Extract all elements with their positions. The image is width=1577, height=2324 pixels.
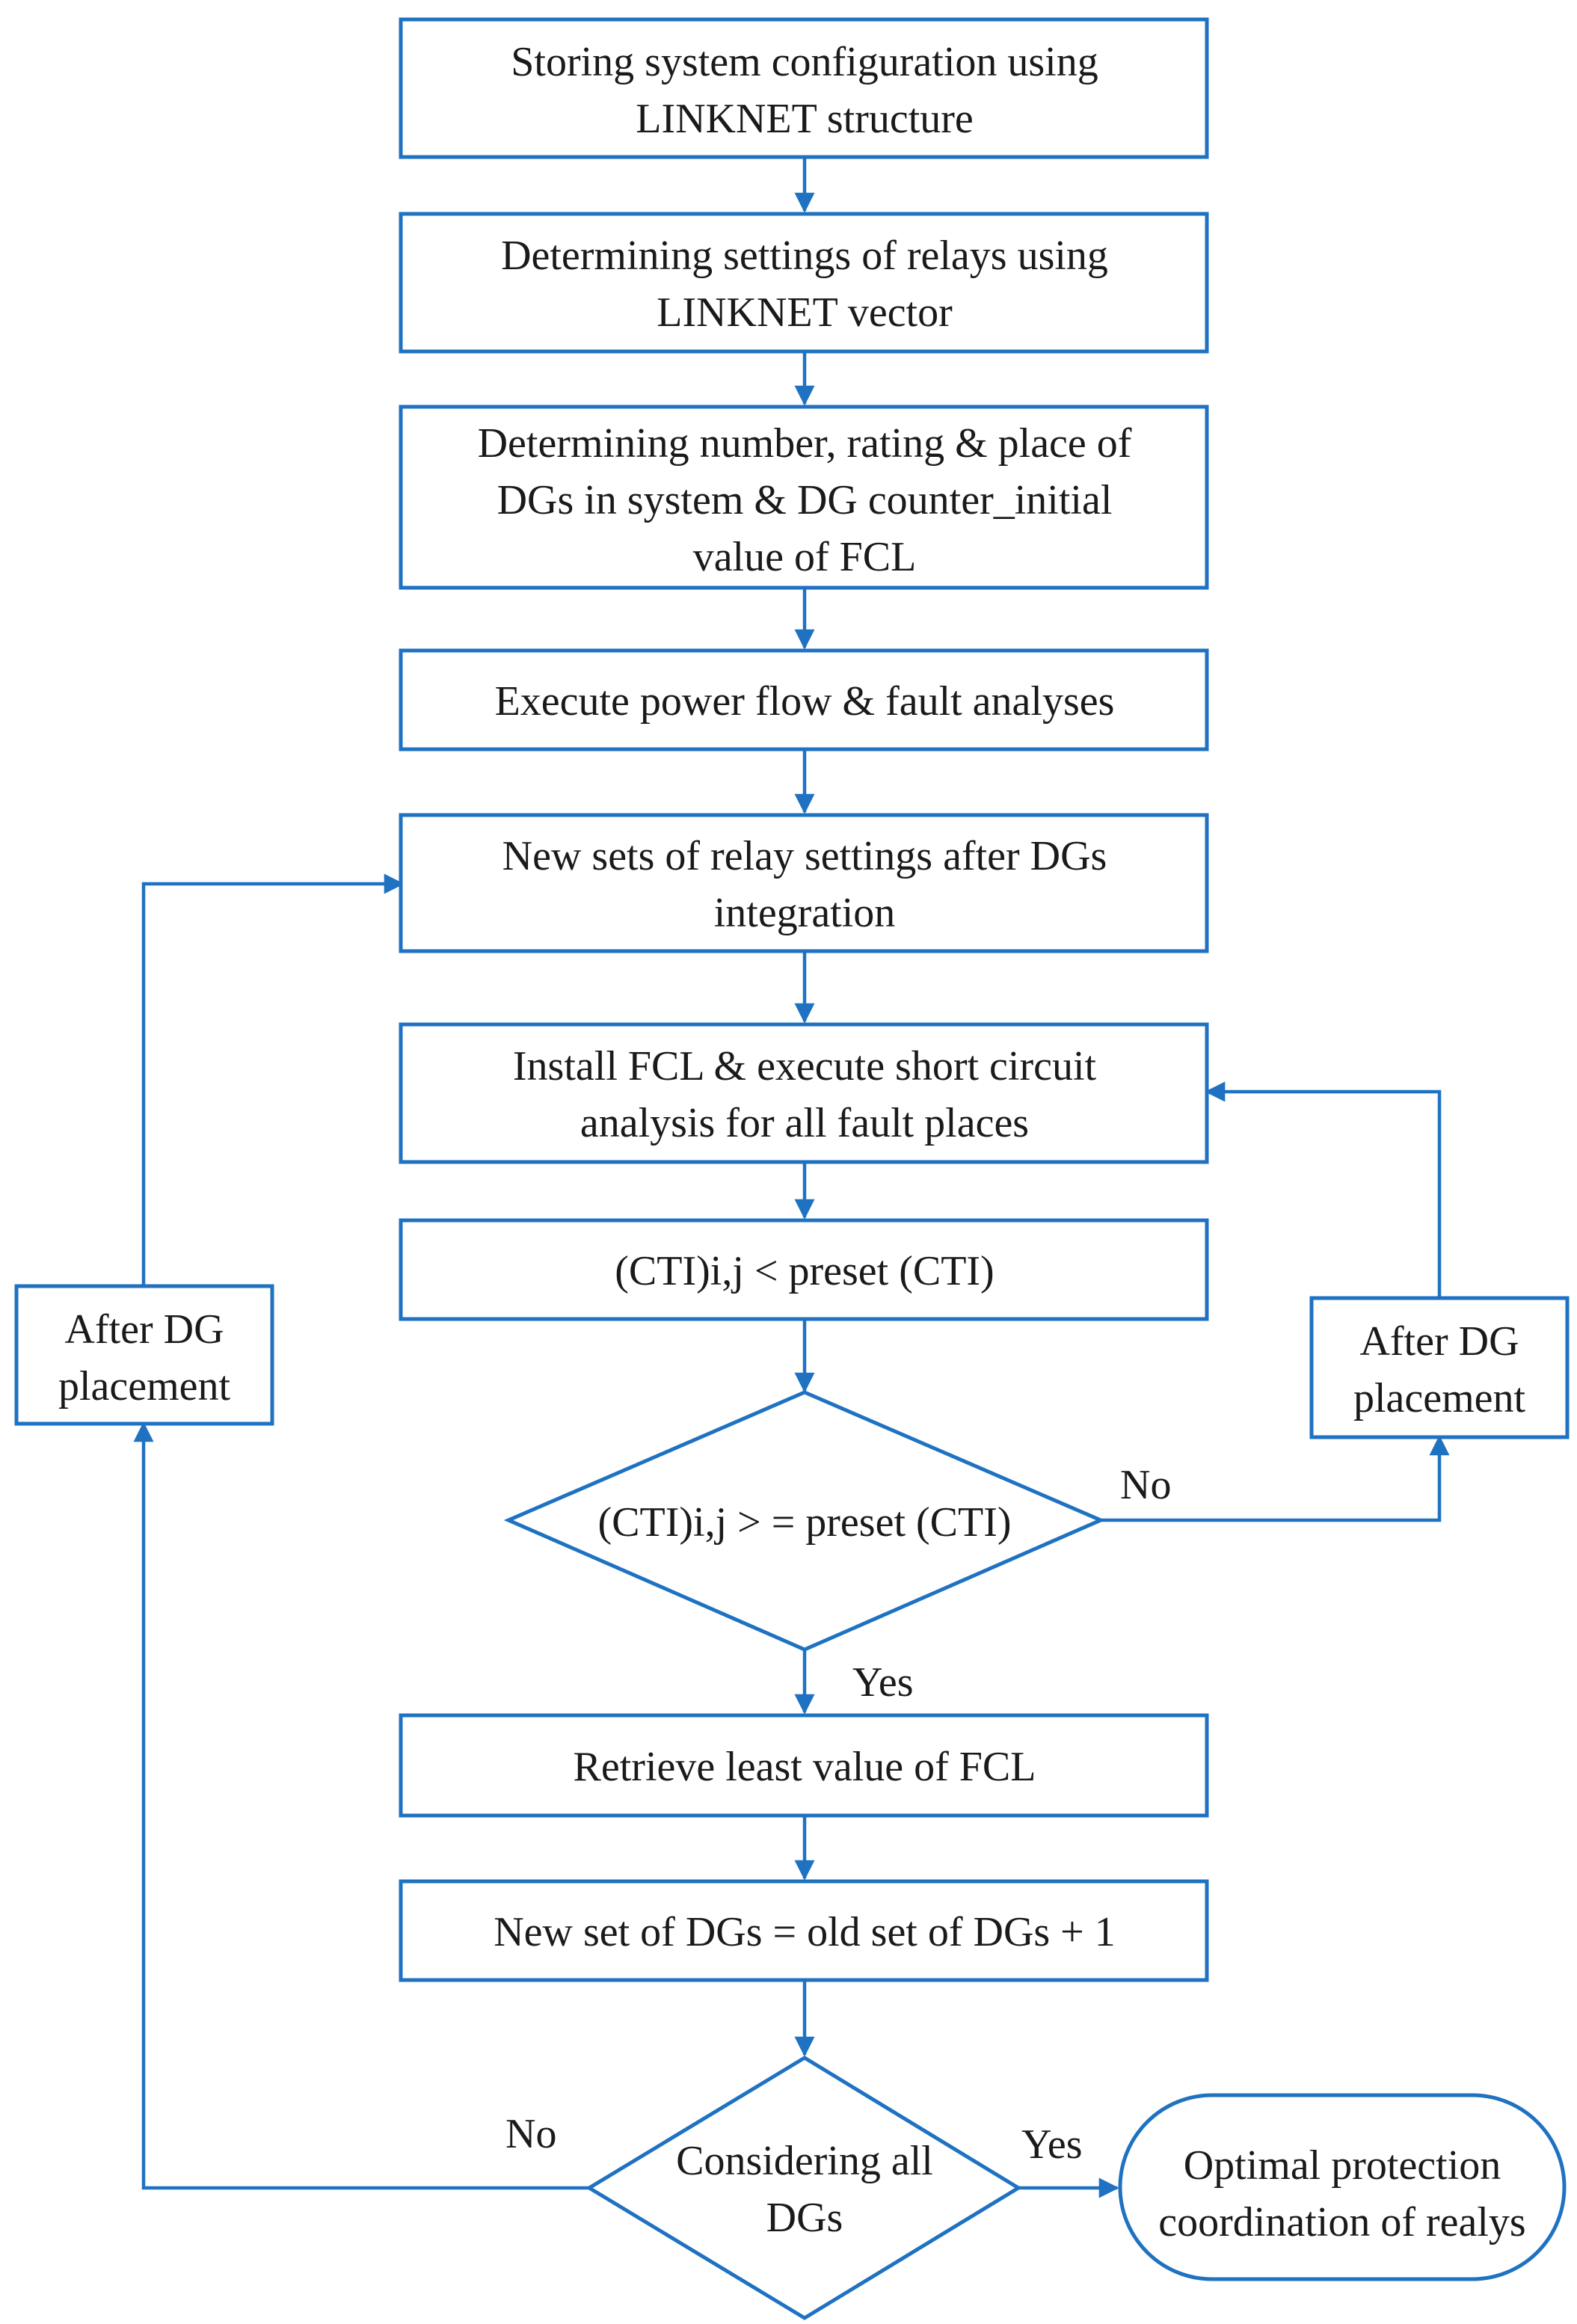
step-store-config-line-1: Storing system configuration using xyxy=(511,39,1098,85)
step-cti-less: (CTI)i,j < preset (CTI) xyxy=(399,1218,1209,1321)
terminal-optimal-line-2: coordination of realys xyxy=(1158,2199,1525,2245)
side-box-right-line-2: placement xyxy=(1353,1375,1526,1421)
step-power-flow-line-1: Execute power flow & fault analyses xyxy=(495,678,1115,725)
step-new-set-dgs-line-1: New set of DGs = old set of DGs + 1 xyxy=(494,1909,1116,1955)
step-retrieve-fcl: Retrieve least value of FCL xyxy=(399,1713,1209,1818)
step-store-config-line-2: LINKNET structure xyxy=(636,96,974,142)
step-relay-settings-line-1: Determining settings of relays using xyxy=(501,233,1108,279)
step-new-relay-settings-line-1: New sets of relay settings after DGs xyxy=(502,833,1107,879)
step-relay-settings-line-2: LINKNET vector xyxy=(657,289,953,336)
step-power-flow: Execute power flow & fault analyses xyxy=(399,648,1209,751)
step-store-config: Storing system configuration using LINKN… xyxy=(399,17,1209,159)
step-install-fcl: Install FCL & execute short circuit anal… xyxy=(399,1022,1209,1164)
step-dg-number: Determining number, rating & place of DG… xyxy=(399,405,1209,590)
step-dg-number-line-1: Determining number, rating & place of xyxy=(478,420,1132,467)
connectors xyxy=(133,157,1450,2198)
side-box-left-line-1: After DG xyxy=(64,1306,224,1353)
decision-cti-check-no-label: No xyxy=(1120,1462,1171,1508)
decision-cti-check-text: (CTI)i,j > = preset (CTI) xyxy=(598,1499,1012,1546)
loop-no-right xyxy=(1101,1435,1450,1522)
loop-no-left xyxy=(133,1421,589,2190)
step-retrieve-fcl-line-1: Retrieve least value of FCL xyxy=(574,1744,1036,1790)
side-box-left: After DG placement xyxy=(14,1284,274,1426)
step-cti-less-line-1: (CTI)i,j < preset (CTI) xyxy=(615,1248,994,1294)
decision-cti-check-yes-label: Yes xyxy=(852,1659,913,1706)
step-new-set-dgs: New set of DGs = old set of DGs + 1 xyxy=(399,1879,1209,1982)
step-install-fcl-line-2: analysis for all fault places xyxy=(580,1100,1029,1146)
decision-all-dgs-line-1: Considering all xyxy=(676,2138,933,2184)
decision-all-dgs: Considering all DGs No Yes xyxy=(505,2056,1082,2320)
step-new-relay-settings: New sets of relay settings after DGs int… xyxy=(399,813,1209,953)
step-new-relay-settings-line-2: integration xyxy=(714,890,896,936)
decision-all-dgs-yes-label: Yes xyxy=(1021,2121,1082,2168)
side-box-right: After DG placement xyxy=(1309,1296,1570,1439)
loop-right-to-installfcl xyxy=(1205,1081,1442,1298)
terminal-optimal-line-1: Optimal protection xyxy=(1184,2142,1501,2189)
loop-left-to-newrelay xyxy=(141,873,405,1286)
decision-all-dgs-no-label: No xyxy=(505,2111,556,2157)
side-box-right-line-1: After DG xyxy=(1359,1318,1519,1365)
decision-cti-check: (CTI)i,j > = preset (CTI) No Yes xyxy=(503,1390,1171,1706)
step-dg-number-line-3: value of FCL xyxy=(693,534,917,580)
terminal-optimal: Optimal protection coordination of realy… xyxy=(1118,2093,1567,2281)
step-relay-settings: Determining settings of relays using LIN… xyxy=(399,212,1209,354)
step-install-fcl-line-1: Install FCL & execute short circuit xyxy=(513,1043,1097,1089)
side-box-left-line-2: placement xyxy=(58,1363,231,1410)
decision-all-dgs-line-2: DGs xyxy=(766,2195,843,2241)
step-dg-number-line-2: DGs in system & DG counter_initial xyxy=(497,477,1113,523)
